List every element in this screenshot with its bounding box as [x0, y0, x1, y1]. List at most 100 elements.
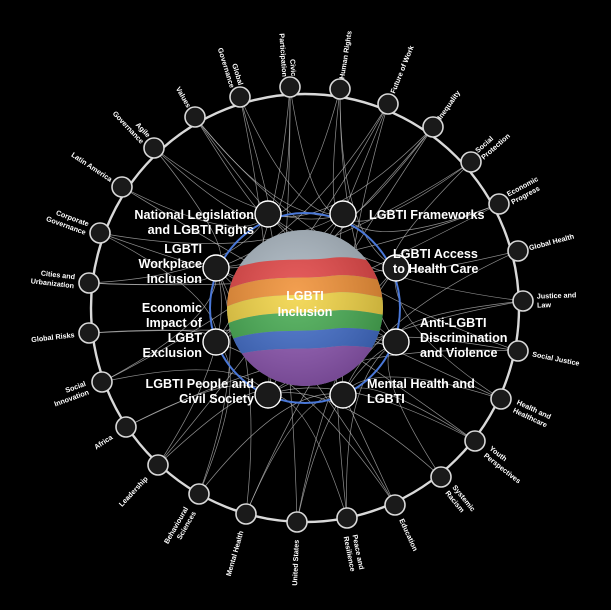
outer-node-label: YouthPerspectives	[482, 444, 528, 485]
outer-node-circle[interactable]	[143, 137, 165, 159]
outer-node-label-line: Cities and	[40, 268, 75, 281]
outer-node-label-line: Africa	[92, 432, 115, 451]
outer-node-circle[interactable]	[78, 322, 100, 344]
inner-node-circle[interactable]	[382, 254, 410, 282]
outer-node-label: Global Health	[528, 232, 575, 253]
outer-node-latin-america[interactable]: Latin America	[70, 150, 133, 198]
outer-node-label: Health andHealthcare	[512, 398, 553, 430]
inner-node-lgbti-frameworks[interactable]: LGBTI Frameworks	[329, 200, 484, 228]
outer-node-peace-and-resilience[interactable]: Peace andResilience	[336, 507, 366, 572]
outer-node-global-health[interactable]: Global Health	[507, 232, 575, 262]
outer-node-circle[interactable]	[490, 388, 512, 410]
outer-node-label: EconomicProgress	[505, 174, 544, 206]
outer-node-corporate-governance[interactable]: CorporateGovernance	[45, 206, 111, 244]
outer-node-values[interactable]: Values	[174, 85, 206, 128]
connector-line	[267, 387, 476, 442]
inner-node-circle[interactable]	[329, 200, 357, 228]
inner-node-circle[interactable]	[254, 200, 282, 228]
outer-node-circle[interactable]	[184, 106, 206, 128]
outer-node-cities-and-urbanization[interactable]: Cities andUrbanization	[30, 267, 100, 294]
outer-node-circle[interactable]	[235, 503, 257, 525]
outer-node-youth-perspectives[interactable]: YouthPerspectives	[464, 430, 528, 485]
outer-node-future-of-work[interactable]: Future of Work	[377, 44, 416, 115]
outer-node-label: GlobalGovernance	[216, 44, 245, 89]
outer-node-circle[interactable]	[377, 93, 399, 115]
inner-node-label-line: to Health Care	[393, 262, 478, 276]
outer-node-circle[interactable]	[430, 466, 452, 488]
center-title-line1: LGBTI	[286, 289, 324, 303]
center-topic[interactable]: LGBTI Inclusion	[220, 225, 390, 395]
outer-node-social-protection[interactable]: SocialProtection	[460, 125, 512, 173]
outer-node-label: Leadership	[117, 474, 150, 509]
outer-node-circle[interactable]	[279, 76, 301, 98]
inner-node-label-line: LGBTI Frameworks	[369, 208, 484, 222]
outer-node-circle[interactable]	[188, 483, 210, 505]
outer-node-circle[interactable]	[147, 454, 169, 476]
outer-node-circle[interactable]	[111, 176, 133, 198]
outer-node-circle[interactable]	[384, 494, 406, 516]
outer-node-global-governance[interactable]: GlobalGovernance	[216, 44, 251, 108]
outer-node-education[interactable]: Education	[384, 494, 420, 552]
outer-node-circle[interactable]	[460, 151, 482, 173]
outer-node-human-rights[interactable]: Human Rights	[329, 30, 354, 100]
outer-node-circle[interactable]	[507, 340, 529, 362]
outer-node-social-justice[interactable]: Social Justice	[507, 340, 581, 368]
outer-node-circle[interactable]	[286, 511, 308, 533]
outer-node-agile-governance[interactable]: AgileGovernance	[111, 103, 165, 159]
inner-node-label-line: LGBTI	[367, 392, 405, 406]
outer-node-circle[interactable]	[91, 371, 113, 393]
outer-node-africa[interactable]: Africa	[92, 416, 137, 451]
outer-node-economic-progress[interactable]: EconomicProgress	[488, 174, 544, 215]
outer-node-justice-and-law[interactable]: Justice andLaw	[512, 290, 577, 312]
outer-node-leadership[interactable]: Leadership	[117, 454, 169, 509]
outer-node-behavioural-sciences[interactable]: BehaviouralSciences	[162, 483, 210, 550]
outer-node-circle[interactable]	[336, 507, 358, 529]
outer-node-label: SystemicRacism	[443, 483, 477, 519]
outer-node-circle[interactable]	[512, 290, 534, 312]
outer-node-label: Justice andLaw	[537, 290, 577, 309]
inner-node-label-line: Mental Health and	[367, 377, 475, 391]
outer-node-inequality[interactable]: Inequality	[422, 89, 462, 138]
outer-node-label: Cities andUrbanization	[30, 267, 75, 290]
outer-node-circle[interactable]	[78, 272, 100, 294]
inner-node-label-line: LGBT	[168, 331, 203, 345]
outer-node-circle[interactable]	[507, 240, 529, 262]
inner-node-circle[interactable]	[254, 381, 282, 409]
outer-node-circle[interactable]	[422, 116, 444, 138]
outer-node-label-line: Social Justice	[532, 349, 581, 367]
outer-node-circle[interactable]	[464, 430, 486, 452]
outer-node-circle[interactable]	[229, 86, 251, 108]
inner-node-circle[interactable]	[202, 328, 230, 356]
outer-node-social-innovation[interactable]: SocialInnovation	[50, 371, 113, 408]
inner-node-circle[interactable]	[202, 254, 230, 282]
outer-node-label-line: Global Risks	[31, 330, 75, 344]
outer-node-united-states[interactable]: United States	[286, 511, 308, 586]
inner-node-circle[interactable]	[382, 328, 410, 356]
inner-node-label: LGBTI Frameworks	[369, 208, 484, 222]
outer-node-global-risks[interactable]: Global Risks	[31, 322, 100, 344]
connector-line	[198, 393, 344, 495]
inner-node-circle[interactable]	[329, 381, 357, 409]
outer-node-circle[interactable]	[329, 78, 351, 100]
outer-node-circle[interactable]	[115, 416, 137, 438]
inner-node-label-line: Economic	[142, 301, 202, 315]
outer-node-circle[interactable]	[488, 193, 510, 215]
outer-node-circle[interactable]	[89, 222, 111, 244]
outer-node-systemic-racism[interactable]: SystemicRacism	[430, 466, 477, 519]
connector-line	[215, 267, 252, 515]
outer-node-mental-health[interactable]: Mental Health	[224, 503, 257, 577]
outer-node-health-and-healthcare[interactable]: Health andHealthcare	[490, 388, 553, 430]
outer-node-civic-participation[interactable]: CivicParticipation	[277, 32, 301, 98]
inner-node-label-line: LGBTI	[164, 242, 202, 256]
